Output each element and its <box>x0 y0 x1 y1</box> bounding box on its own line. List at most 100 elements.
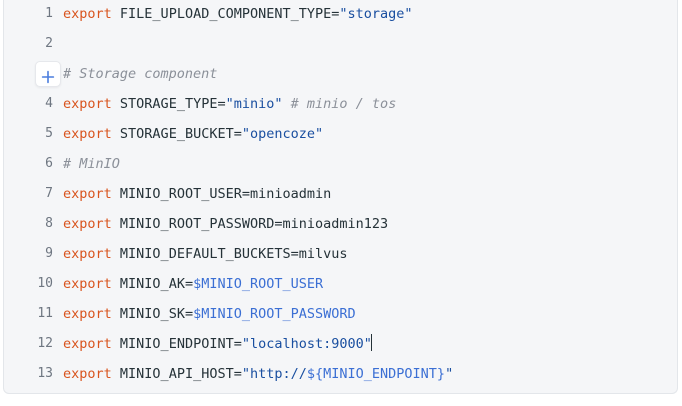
code-line[interactable]: 2 <box>4 29 677 59</box>
code-token-kw: export <box>63 336 112 352</box>
code-token-kw: export <box>63 96 112 112</box>
code-token-op: = <box>233 366 242 382</box>
code-line[interactable]: 7 export MINIO_ROOT_USER=minioadmin <box>4 179 677 209</box>
code-token-plain <box>112 366 120 382</box>
code-token-name: MINIO_ROOT_PASSWORD <box>119 216 275 232</box>
code-token-var: $MINIO_ROOT_USER <box>193 276 324 292</box>
code-token-kw: export <box>63 276 112 292</box>
code-token-var: ${MINIO_ENDPOINT} <box>306 366 446 382</box>
code-line[interactable]: 13 export MINIO_API_HOST="http://${MINIO_… <box>4 359 677 389</box>
code-token-var: $MINIO_ROOT_PASSWORD <box>193 306 356 322</box>
code-token-op: = <box>184 276 194 292</box>
code-line-content[interactable] <box>63 29 677 59</box>
line-number: 2 <box>45 36 53 51</box>
line-number: 7 <box>45 186 53 201</box>
code-line[interactable]: 5 export STORAGE_BUCKET="opencoze" <box>4 119 677 149</box>
code-token-plain <box>112 306 120 322</box>
line-number: 12 <box>37 336 53 351</box>
code-token-plain <box>112 246 120 262</box>
code-line[interactable]: 6 # MinIO <box>4 149 677 179</box>
code-token-plain <box>283 96 291 112</box>
code-token-name: FILE_UPLOAD_COMPONENT_TYPE <box>119 6 332 22</box>
code-token-op: = <box>241 186 250 202</box>
code-token-op: = <box>233 336 242 352</box>
line-number: 9 <box>45 246 53 261</box>
code-line-content[interactable]: export MINIO_API_HOST="http://${MINIO_EN… <box>63 359 677 389</box>
code-token-str: "localhost:9000" <box>241 336 372 352</box>
code-line-content[interactable]: export MINIO_ROOT_PASSWORD=minioadmin123 <box>63 209 677 239</box>
code-token-plain <box>112 6 120 22</box>
code-line-content[interactable]: export MINIO_AK=$MINIO_ROOT_USER <box>63 269 677 299</box>
code-line[interactable]: 12 export MINIO_ENDPOINT="localhost:9000" <box>4 329 677 359</box>
code-line[interactable]: 9 export MINIO_DEFAULT_BUCKETS=milvus <box>4 239 677 269</box>
code-line-content[interactable]: export STORAGE_BUCKET="opencoze" <box>63 119 677 149</box>
code-token-plain <box>112 276 120 292</box>
code-token-str: "opencoze" <box>241 126 324 142</box>
code-token-name: MINIO_AK <box>119 276 185 292</box>
code-token-plain: milvus <box>298 246 348 262</box>
code-line[interactable]: 8 export MINIO_ROOT_PASSWORD=minioadmin12… <box>4 209 677 239</box>
code-line[interactable]: 10 export MINIO_AK=$MINIO_ROOT_USER <box>4 269 677 299</box>
code-token-op: = <box>274 216 283 232</box>
line-number: 11 <box>37 306 53 321</box>
code-line-content[interactable]: export MINIO_ENDPOINT="localhost:9000" <box>63 329 677 359</box>
line-number: 8 <box>45 216 53 231</box>
code-token-name: MINIO_ROOT_USER <box>119 186 242 202</box>
code-token-plain <box>112 186 120 202</box>
line-number: 4 <box>45 96 53 111</box>
code-line-content[interactable]: # MinIO <box>63 149 677 179</box>
code-line-content[interactable]: export MINIO_SK=$MINIO_ROOT_PASSWORD <box>63 299 677 329</box>
line-number: 1 <box>45 6 53 21</box>
code-token-op: = <box>233 126 242 142</box>
code-token-name: MINIO_SK <box>119 306 185 322</box>
plus-icon <box>41 70 55 83</box>
text-caret <box>371 334 373 351</box>
line-number: 6 <box>45 156 53 171</box>
code-token-plain <box>112 336 120 352</box>
code-line-content[interactable]: export MINIO_ROOT_USER=minioadmin <box>63 179 677 209</box>
code-token-str: "minio" <box>225 96 283 112</box>
code-line-content[interactable]: export FILE_UPLOAD_COMPONENT_TYPE="stora… <box>63 0 677 29</box>
code-token-plain <box>112 216 120 232</box>
code-token-op: = <box>184 306 194 322</box>
code-token-name: MINIO_API_HOST <box>119 366 234 382</box>
code-token-kw: export <box>63 186 112 202</box>
code-token-str: " <box>445 366 454 382</box>
code-token-kw: export <box>63 366 112 382</box>
code-token-comment: # Storage component <box>63 66 218 82</box>
code-token-op: = <box>217 96 226 112</box>
code-line[interactable]: 4 export STORAGE_TYPE="minio" # minio / t… <box>4 89 677 119</box>
code-token-op: = <box>331 6 340 22</box>
code-token-plain: minioadmin123 <box>282 216 389 232</box>
code-token-plain <box>112 96 120 112</box>
code-token-name: STORAGE_TYPE <box>119 96 218 112</box>
add-line-button[interactable] <box>35 61 61 87</box>
code-token-kw: export <box>63 6 112 22</box>
code-token-kw: export <box>63 306 112 322</box>
code-token-plain: minioadmin <box>249 186 332 202</box>
code-token-str: "storage" <box>339 6 413 22</box>
line-number: 10 <box>37 276 53 291</box>
code-line-content[interactable]: export MINIO_DEFAULT_BUCKETS=milvus <box>63 239 677 269</box>
code-token-name: MINIO_DEFAULT_BUCKETS <box>119 246 291 262</box>
code-token-name: MINIO_ENDPOINT <box>119 336 234 352</box>
code-line[interactable]: # Storage component <box>4 59 677 89</box>
code-token-op: = <box>290 246 299 262</box>
line-number: 5 <box>45 126 53 141</box>
code-line[interactable]: 1 export FILE_UPLOAD_COMPONENT_TYPE="stor… <box>4 0 677 29</box>
line-number: 13 <box>37 366 53 381</box>
code-token-plain <box>112 126 120 142</box>
code-line-content[interactable]: # Storage component <box>63 59 677 89</box>
code-token-comment: # minio / tos <box>290 96 397 112</box>
code-line[interactable]: 11 export MINIO_SK=$MINIO_ROOT_PASSWORD <box>4 299 677 329</box>
code-token-str: "http:// <box>241 366 307 382</box>
code-token-kw: export <box>63 126 112 142</box>
code-line-content[interactable]: export STORAGE_TYPE="minio" # minio / to… <box>63 89 677 119</box>
code-token-name: STORAGE_BUCKET <box>119 126 234 142</box>
code-token-comment: # MinIO <box>63 156 120 172</box>
code-token-kw: export <box>63 216 112 232</box>
code-token-kw: export <box>63 246 112 262</box>
